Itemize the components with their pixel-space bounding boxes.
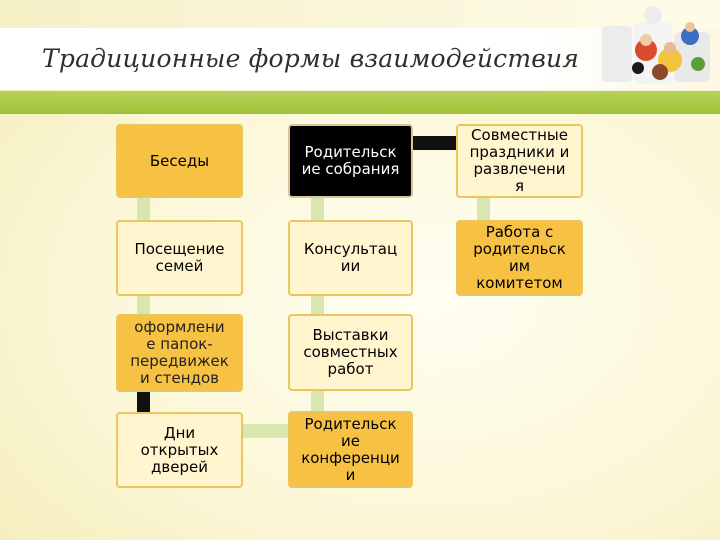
box-roditelskie-konferentsii: Родительск ие конференци и xyxy=(288,411,413,488)
accent-bar xyxy=(0,91,720,114)
connector-prazdniki-komitet xyxy=(477,197,490,221)
connector-dni-konferentsii xyxy=(242,424,290,438)
box-vystavki: Выставки совместных работ xyxy=(288,314,413,391)
connector-sobraniya-konsultatsii xyxy=(311,197,324,221)
connector-sobraniya-prazdniki xyxy=(412,136,458,150)
box-besedy: Беседы xyxy=(116,124,243,198)
box-roditelskie-sobraniya: Родительск ие собрания xyxy=(288,124,413,198)
box-dni-otkrytykh-dverey: Дни открытых дверей xyxy=(116,412,243,488)
top-band xyxy=(0,0,720,28)
box-sovmestnye-prazdniki: Совместные праздники и развлечени я xyxy=(456,124,583,198)
connector-besedy-poseshchenie xyxy=(137,197,150,221)
box-poseshchenie-semey: Посещение семей xyxy=(116,220,243,296)
box-konsultatsii: Консультац ии xyxy=(288,220,413,296)
connector-poseshchenie-oformlenie xyxy=(137,295,150,315)
box-oformlenie-papok: оформлени е папок- передвижек и стендов xyxy=(116,314,243,392)
slide-title: Традиционные формы взаимодействия xyxy=(42,44,580,73)
title-area xyxy=(0,28,720,90)
box-rabota-s-komitetom: Работа с родительск им комитетом xyxy=(456,220,583,296)
connector-konsultatsii-vystavki xyxy=(311,295,324,315)
connector-vystavki-konferentsii xyxy=(311,390,324,412)
connector-oformlenie-dni xyxy=(137,391,150,413)
puzzle-children-icon xyxy=(602,6,710,84)
